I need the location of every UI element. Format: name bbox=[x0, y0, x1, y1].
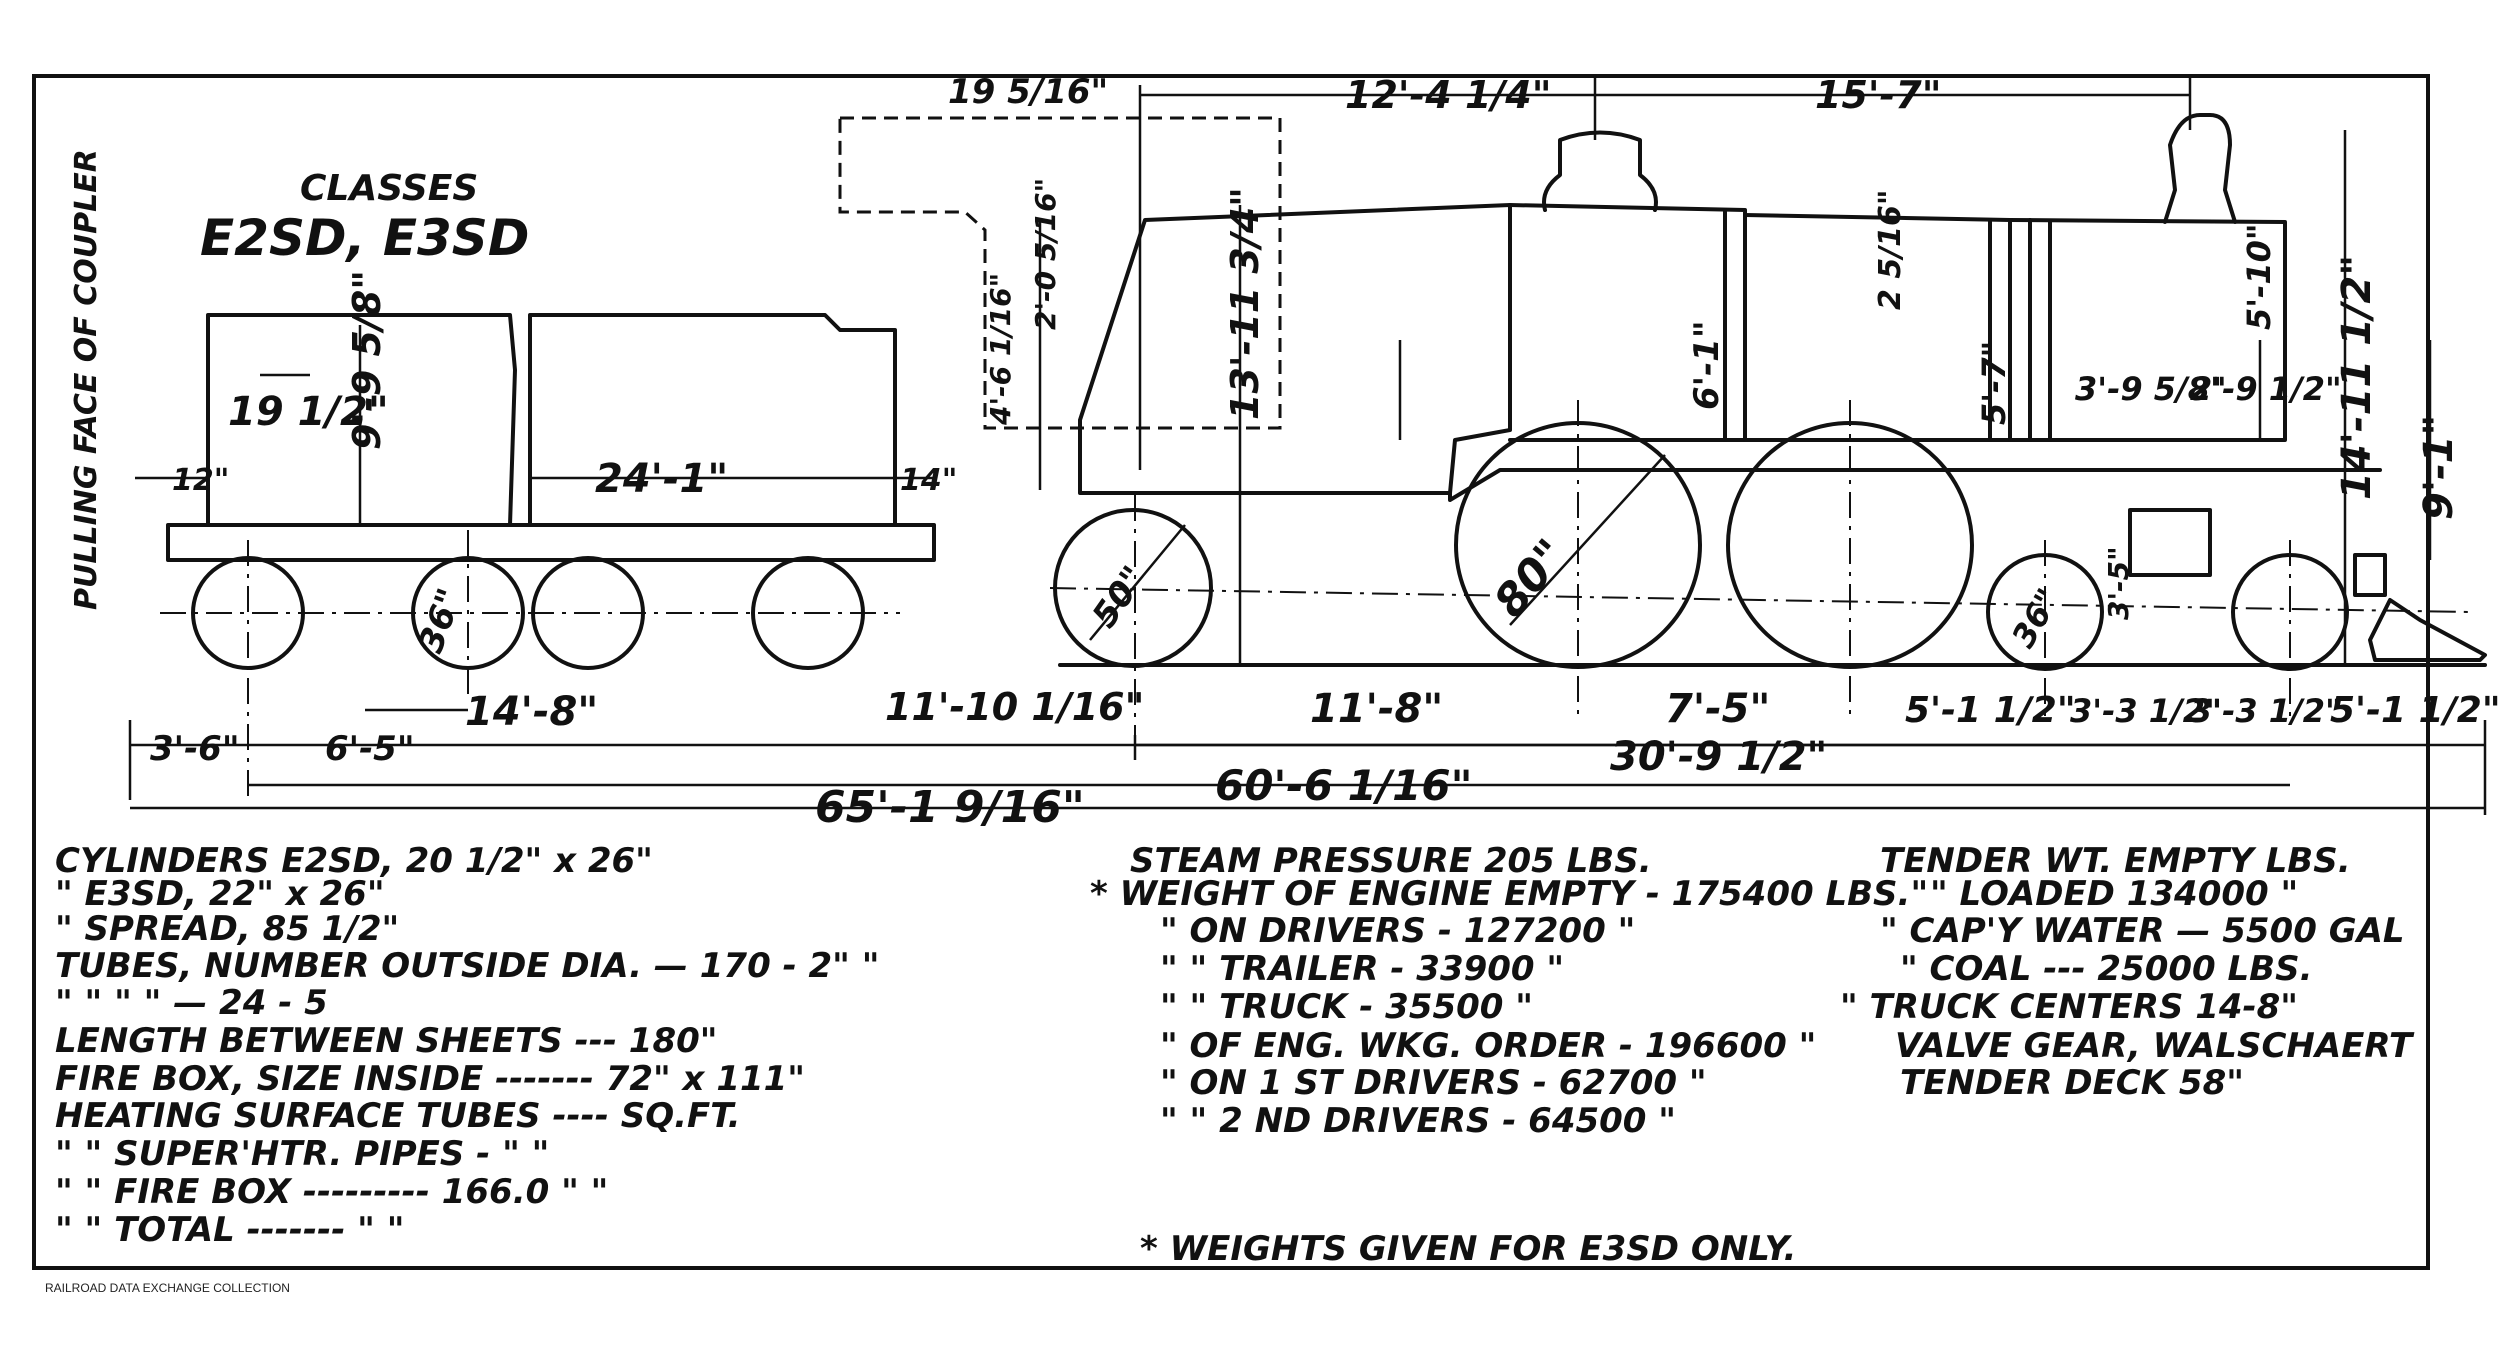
dim-row1-9: 5'-1 1/2" bbox=[2330, 690, 2501, 731]
spec-mid-line: " " 2 ND DRIVERS - 64500 " bbox=[1160, 1101, 1676, 1141]
collection-credit: RAILROAD DATA EXCHANGE COLLECTION bbox=[45, 1281, 290, 1295]
dim-trailer-wheel: 50" bbox=[1085, 559, 1155, 635]
spec-left-line: " " FIRE BOX --------- 166.0 " " bbox=[55, 1172, 608, 1212]
dimension-lines bbox=[128, 75, 2487, 815]
drawing-frame bbox=[32, 74, 2430, 1270]
spec-left-line: " " TOTAL ------- " " bbox=[55, 1210, 404, 1250]
dim-row1-5: 7'-5" bbox=[1665, 686, 1770, 732]
classes-label: CLASSES bbox=[300, 168, 478, 209]
spec-mid-line: " ON DRIVERS - 127200 " bbox=[1160, 911, 1635, 951]
dim-boiler-b: 5'-7" bbox=[1975, 341, 2013, 425]
dim-row1-3: 11'-10 1/16" bbox=[885, 685, 1144, 729]
specs-right: TENDER WT. EMPTY LBS. " LOADED 134000 " … bbox=[1840, 841, 2415, 1103]
dim-cab-side-b: 2'-0 5/16" bbox=[1029, 178, 1062, 330]
dim-truck-wheel: 36" bbox=[2004, 582, 2068, 654]
spec-mid-line: STEAM PRESSURE 205 LBS. bbox=[1130, 841, 1652, 881]
spec-right-line: TENDER DECK 58" bbox=[1900, 1063, 2244, 1103]
spec-left-line: LENGTH BETWEEN SHEETS --- 180" bbox=[55, 1021, 718, 1061]
footnote: * WEIGHTS GIVEN FOR E3SD ONLY. bbox=[1140, 1229, 1796, 1269]
cab-outline bbox=[838, 116, 1282, 430]
dim-overall: 65'-1 9/16" bbox=[815, 782, 1085, 833]
spec-left-line: " SPREAD, 85 1/2" bbox=[55, 909, 399, 949]
tender bbox=[160, 313, 936, 800]
dim-row1-7: 3'-3 1/2" bbox=[2070, 692, 2222, 730]
spec-mid-line: " ON 1 ST DRIVERS - 62700 " bbox=[1160, 1063, 1707, 1103]
dimension-labels: 19 5/16" 12'-4 1/4" 15'-7" 13'-11 3/4" 4… bbox=[150, 72, 2501, 833]
dim-top-left: 19 5/16" bbox=[948, 72, 1108, 112]
dim-top-right: 15'-7" bbox=[1815, 73, 1942, 117]
dim-row1-2: 14'-8" bbox=[465, 689, 598, 735]
dim-boiler-a: 6'-1" bbox=[1687, 320, 1727, 410]
dim-row1-1: 6'-5" bbox=[325, 729, 415, 769]
coupler-label: PULLING FACE OF COUPLER bbox=[69, 149, 104, 610]
dim-front-height-b: 9'-1" bbox=[2416, 415, 2462, 520]
spec-left-line: " " SUPER'HTR. PIPES - " " bbox=[55, 1134, 549, 1174]
dim-cab-height: 13'-11 3/4" bbox=[1223, 187, 1267, 420]
dim-wheelbase-total: 60'-6 1/16" bbox=[1215, 761, 1472, 810]
dim-tender-w: 19 1/2" bbox=[228, 389, 389, 435]
dim-stack: 5'-10" bbox=[2240, 223, 2278, 330]
dim-driver-wheel: 80" bbox=[1484, 530, 1577, 627]
dim-row1-8: 3'-3 1/2" bbox=[2190, 692, 2342, 730]
spec-mid-line: " " TRUCK - 35500 " bbox=[1160, 987, 1533, 1027]
dim-row1-0: 3'-6" bbox=[150, 729, 240, 769]
spec-right-line: " CAP'Y WATER — 5500 GAL bbox=[1880, 911, 2405, 951]
spec-mid-line: " OF ENG. WKG. ORDER - 196600 " bbox=[1160, 1026, 1816, 1066]
spec-right-line: VALVE GEAR, WALSCHAERT bbox=[1895, 1026, 2415, 1066]
spec-right-line: " TRUCK CENTERS 14-8" bbox=[1840, 987, 2298, 1027]
dim-tender-h: 9'-9 5/8" bbox=[345, 270, 389, 450]
spec-left-line: HEATING SURFACE TUBES ---- SQ.FT. bbox=[55, 1096, 741, 1136]
dim-cab-side-a: 4'-6 1/16" bbox=[984, 273, 1017, 426]
spec-mid-line: " " TRAILER - 33900 " bbox=[1160, 949, 1564, 989]
spec-left-line: CYLINDERS E2SD, 20 1/2" x 26" bbox=[55, 841, 653, 881]
dim-tender-right: 14" bbox=[900, 463, 957, 498]
dim-row1-4: 11'-8" bbox=[1310, 686, 1443, 732]
spec-left-line: " " " " — 24 - 5 bbox=[55, 983, 328, 1023]
spec-left-line: " E3SD, 22" x 26" bbox=[55, 874, 385, 914]
class-names: E2SD, E3SD bbox=[200, 209, 529, 267]
spec-right-line: " LOADED 134000 " bbox=[1930, 874, 2298, 914]
dim-row1-6: 5'-1 1/2" bbox=[1905, 690, 2076, 731]
dim-dome-b: 2'-9 1/2" bbox=[2190, 370, 2342, 408]
dim-top-mid: 12'-4 1/4" bbox=[1345, 73, 1552, 117]
dim-truck-h: 3'-5" bbox=[2102, 546, 2135, 620]
dim-tender-len: 24'-1" bbox=[595, 456, 728, 502]
spec-mid-line: * WEIGHT OF ENGINE EMPTY - 175400 LBS." bbox=[1090, 874, 1928, 914]
dim-boiler-c: 2 5/16" bbox=[1873, 189, 1908, 310]
dim-tender-left: 12" bbox=[172, 463, 229, 498]
spec-right-line: TENDER WT. EMPTY LBS. bbox=[1880, 841, 2351, 881]
dim-dome-a: 3'-9 5/8" bbox=[2075, 370, 2227, 408]
dim-tender-wheel: 36" bbox=[411, 583, 471, 658]
specs-left: CYLINDERS E2SD, 20 1/2" x 26" " E3SD, 22… bbox=[55, 841, 879, 1250]
spec-left-line: FIRE BOX, SIZE INSIDE ------- 72" x 111" bbox=[55, 1059, 805, 1099]
engine bbox=[1049, 113, 2487, 760]
dim-wheelbase-engine: 30'-9 1/2" bbox=[1610, 734, 1827, 780]
dim-front-height: 14'-11 1/2" bbox=[2334, 255, 2380, 500]
specs-middle: STEAM PRESSURE 205 LBS. * WEIGHT OF ENGI… bbox=[1090, 841, 1928, 1141]
spec-left-line: TUBES, NUMBER OUTSIDE DIA. — 170 - 2" " bbox=[55, 946, 879, 986]
spec-right-line: " COAL --- 25000 LBS. bbox=[1900, 949, 2313, 989]
